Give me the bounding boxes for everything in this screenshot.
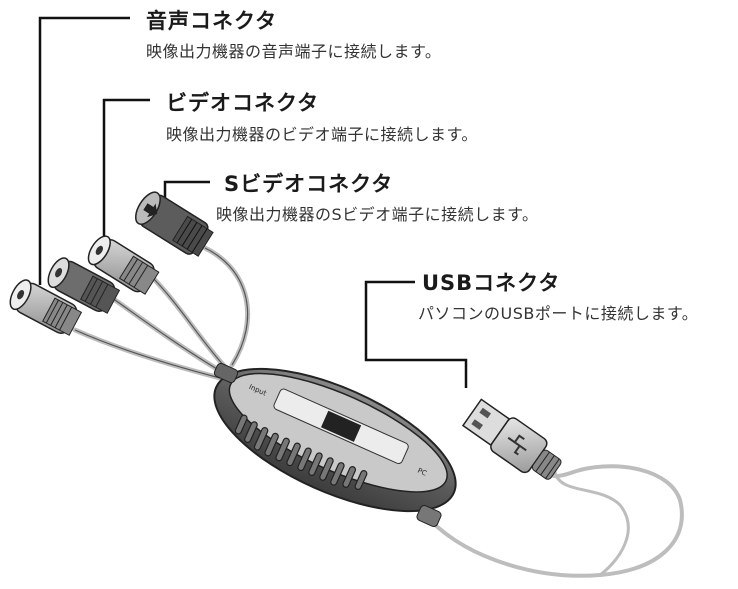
leader-svideo <box>163 180 210 200</box>
capture-device-icon: Input PC <box>213 367 457 513</box>
callout-svideo-title: Sビデオコネクタ <box>224 172 394 196</box>
leader-lines <box>38 16 468 388</box>
callout-video-desc: 映像出力機器のビデオ端子に接続します。 <box>166 125 478 144</box>
callout-usb-title: USBコネクタ <box>422 271 561 295</box>
callout-usb-desc: パソコンのUSBポートに接続します。 <box>418 304 699 323</box>
leader-audio <box>38 16 130 285</box>
callout-svideo-desc: 映像出力機器のSビデオ端子に接続します。 <box>216 205 539 224</box>
leader-video <box>102 98 150 240</box>
device-label-pc: PC <box>416 467 428 478</box>
video-connector-icon <box>87 235 160 295</box>
callout-audio-title: 音声コネクタ <box>146 9 278 33</box>
leader-usb <box>364 280 468 388</box>
usb-connector-icon <box>461 398 562 480</box>
svideo-connector-icon <box>134 191 214 257</box>
audio-connector-icon <box>9 257 121 336</box>
callout-audio-desc: 映像出力機器の音声端子に接続します。 <box>146 42 442 61</box>
callout-video-title: ビデオコネクタ <box>166 91 320 115</box>
